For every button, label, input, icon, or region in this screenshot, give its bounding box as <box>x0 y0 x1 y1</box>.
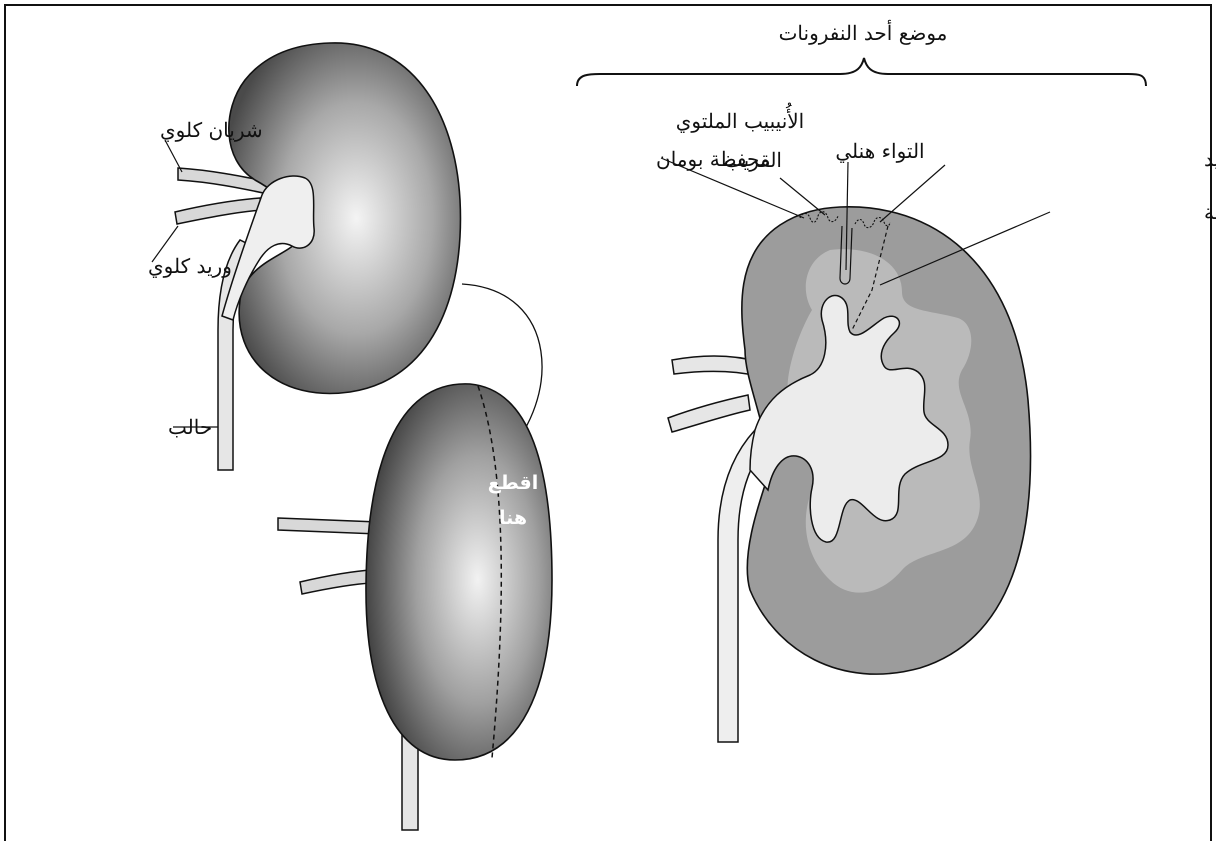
cut-kidney-vessel-1 <box>278 518 378 534</box>
collecting-duct-label: القناة الجامعة <box>1204 200 1216 224</box>
proximal-tubule-leader <box>780 178 825 215</box>
cut-kidney-vessel-2 <box>300 570 372 594</box>
renal-vein-vessel <box>175 198 262 224</box>
ureter-label: حالب <box>168 415 212 439</box>
nephron-location-label: موضع أحد النفرونات <box>779 19 948 45</box>
cut-here-label-line1: اقطع <box>488 472 538 494</box>
renal-artery-label: شريان كلوي <box>160 118 263 142</box>
sectioned-vein <box>668 395 750 432</box>
nephron-brace <box>577 58 1146 86</box>
renal-vein-label: وريد كلوي <box>148 254 232 278</box>
cut-kidney-body <box>366 384 552 760</box>
sectioned-kidney <box>668 207 1031 742</box>
cut-here-label-line2: هنا <box>499 507 527 529</box>
proximal-tubule-label-line1: الأُنيبيب الملتوي <box>676 102 805 133</box>
cut-kidney: اقطع هنا <box>278 384 552 830</box>
loop-of-henle-label: التواء هنلي <box>835 139 924 163</box>
bowman-capsule-label: محفظة بومان <box>656 147 771 171</box>
renal-artery-leader <box>165 140 182 172</box>
distal-tubule-leader <box>880 165 945 222</box>
